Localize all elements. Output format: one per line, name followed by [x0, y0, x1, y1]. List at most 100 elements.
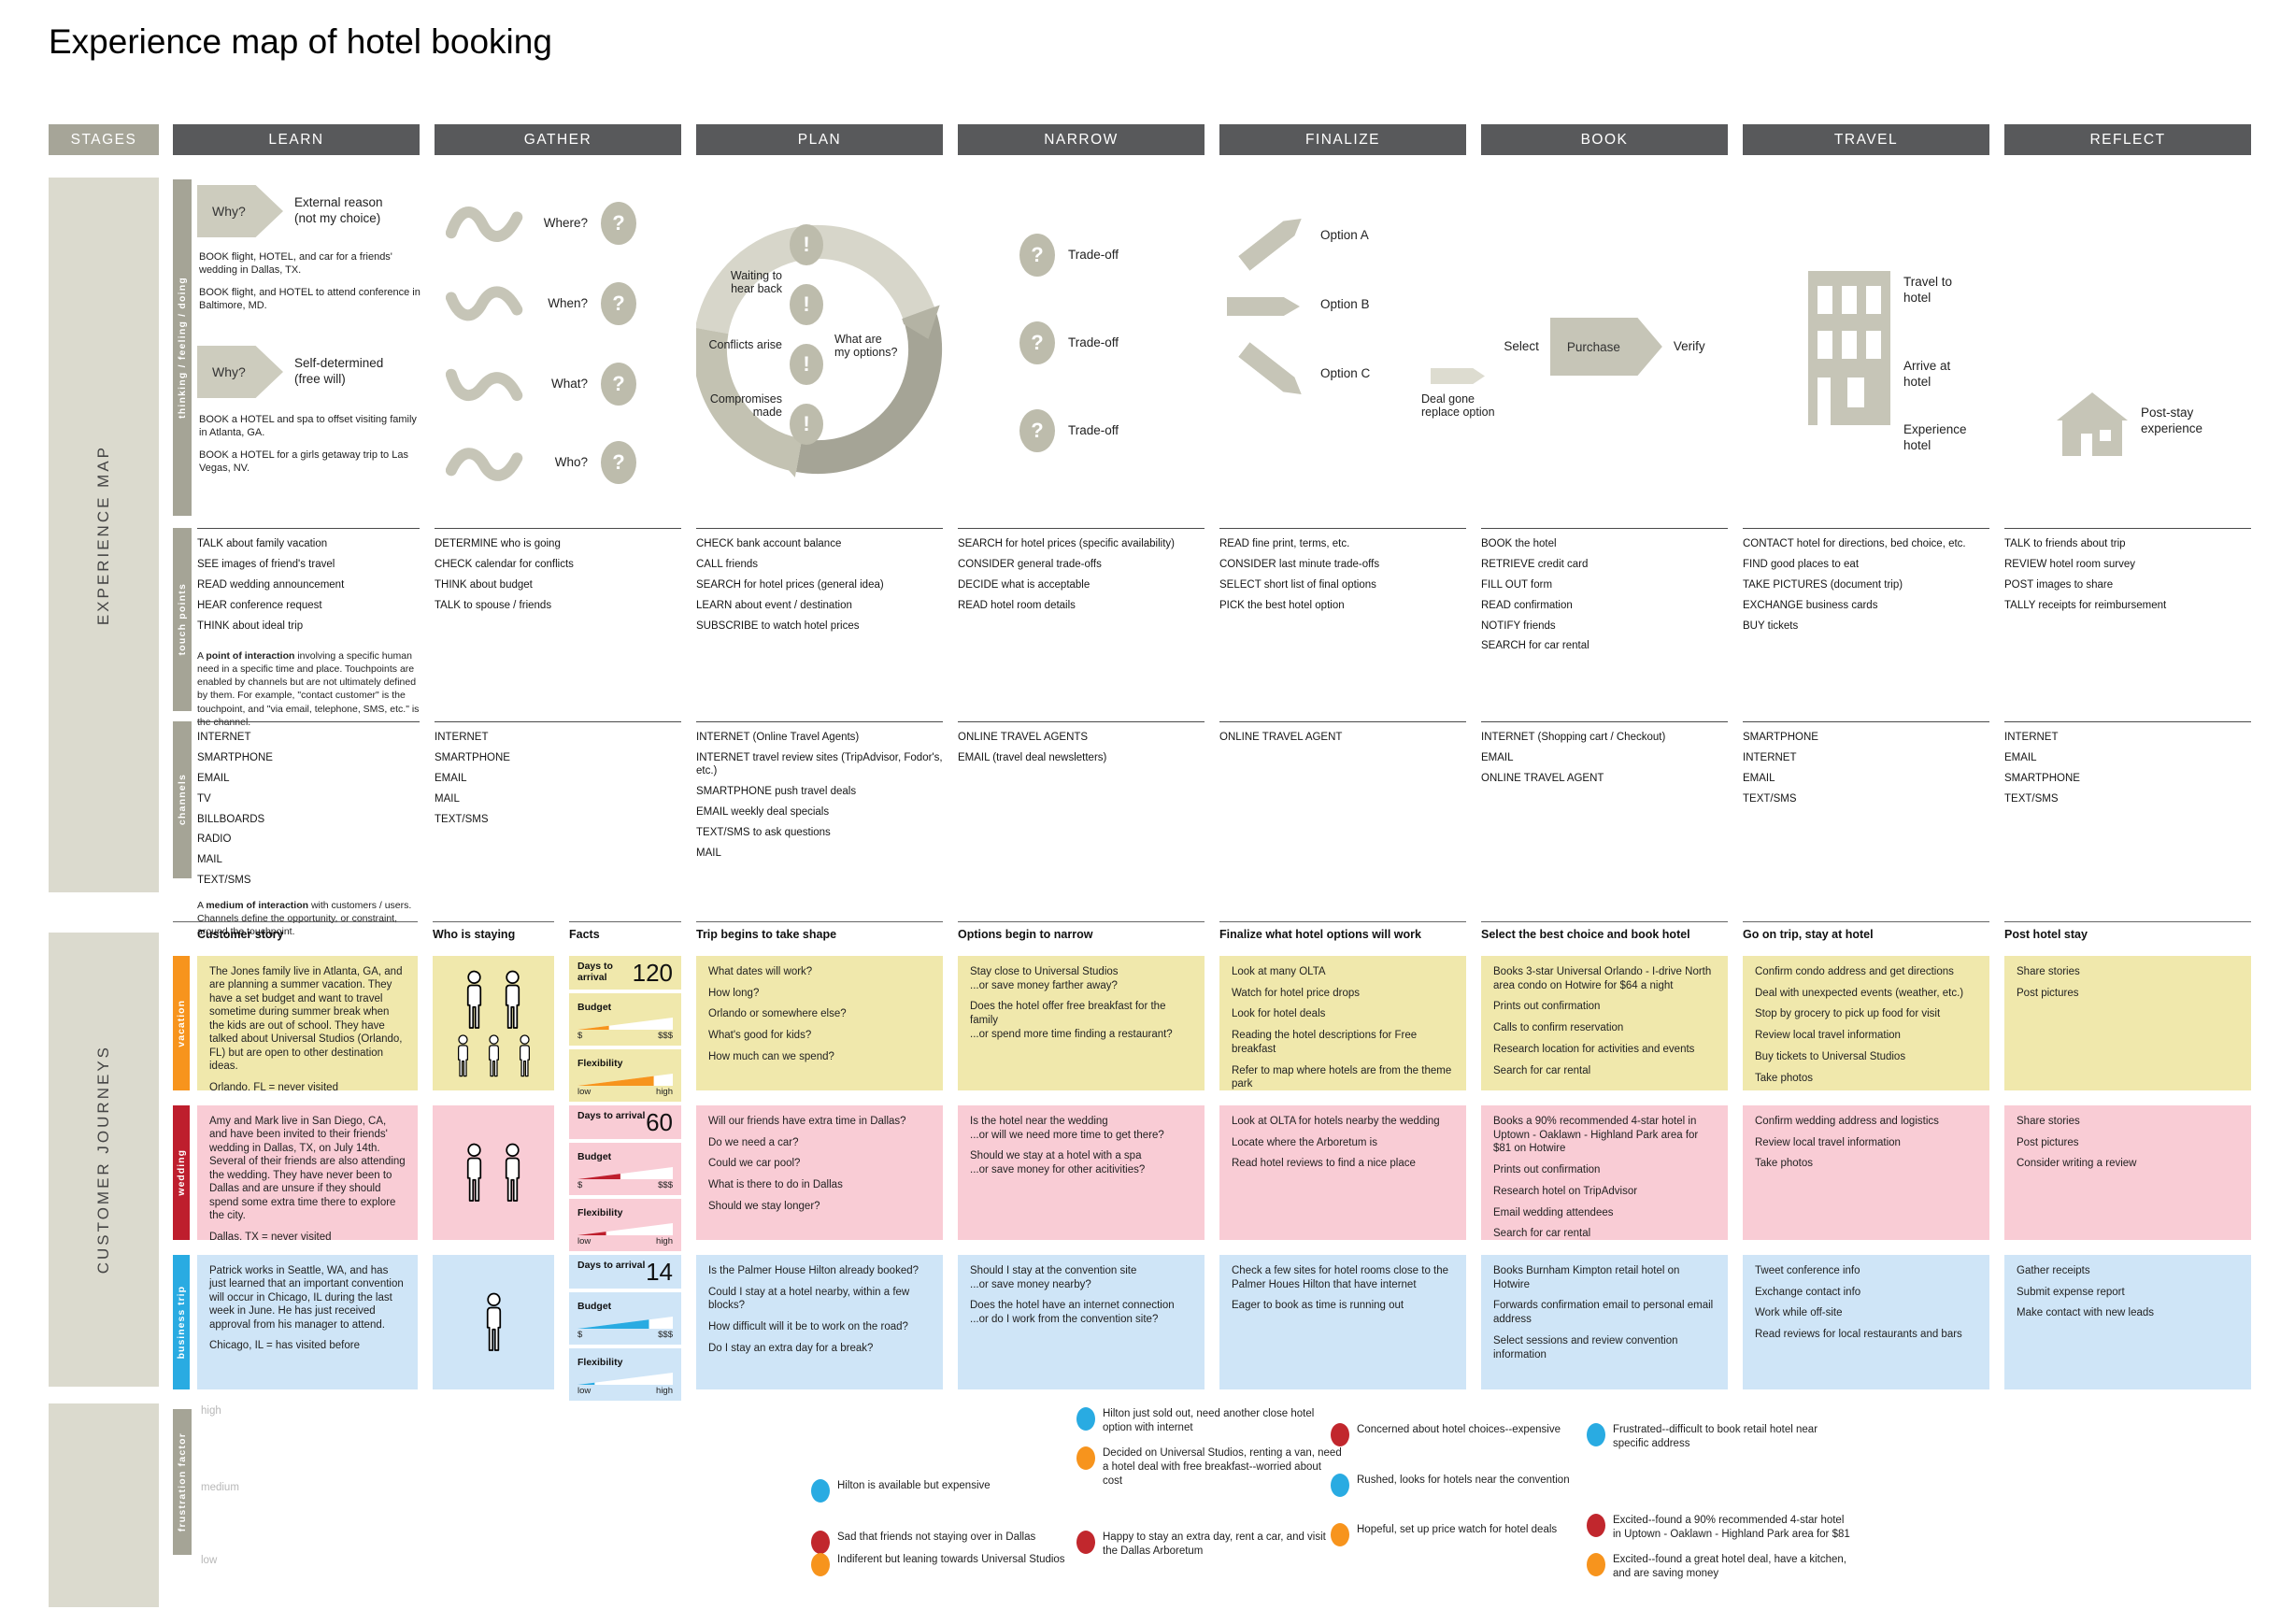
frustration-point: Excited--found a great hotel deal, have … — [1587, 1553, 1853, 1581]
frustration-point: Frustrated--difficult to book retail hot… — [1587, 1423, 1853, 1451]
narrow-diagram: ? Trade-off ? Trade-off ? Trade-off — [958, 179, 1205, 518]
stage-header-travel: TRAVEL — [1743, 124, 1989, 155]
home-icon — [2057, 392, 2128, 456]
card-list: Should I stay at the convention site ...… — [970, 1264, 1192, 1327]
budget-wedge — [577, 1317, 673, 1329]
list-item: ONLINE TRAVEL AGENTS — [958, 732, 1089, 743]
list-item: Could we car pool? — [708, 1158, 801, 1170]
fact-label: Budget — [577, 1301, 612, 1312]
emotion-label: Happy to stay an extra day, rent a car, … — [1103, 1531, 1326, 1557]
journey-header: Go on trip, stay at hotel — [1743, 921, 1989, 941]
squiggle-icon — [446, 368, 523, 402]
list-item: SELECT short list of final options — [1219, 578, 1376, 591]
list-item: Post pictures — [2017, 987, 2079, 999]
who-is-staying-cell — [433, 956, 554, 1090]
journey-header: Finalize what hotel options will work — [1219, 921, 1466, 941]
story-note: Chicago, IL = has visited before — [209, 1340, 360, 1352]
journey-label: business trip — [176, 1285, 187, 1360]
header-label: Customer story — [197, 928, 284, 941]
list-item: Should we stay at a hotel with a spa ...… — [970, 1150, 1146, 1176]
travel-diagram: Travel to hotel Arrive at hotel Experien… — [1743, 179, 1989, 518]
option-a-label: Option A — [1320, 228, 1369, 242]
list-item: Reading the hotel descriptions for Free … — [1232, 1030, 1418, 1055]
list-item: BOOK flight, HOTEL, and car for a friend… — [199, 251, 392, 277]
emotion-label: Frustrated--difficult to book retail hot… — [1613, 1424, 1818, 1449]
scale-high: $$$ — [658, 1330, 673, 1340]
purchase-arrow-icon: Purchase — [1549, 318, 1662, 376]
person-icon — [519, 1033, 530, 1076]
list-item: TEXT/SMS to ask questions — [696, 826, 831, 838]
customer-journeys-section: Customer story Who is staying Facts Trip… — [173, 921, 2251, 1401]
reflect-diagram: Post-stay experience — [2004, 179, 2251, 518]
journey-card-select: Books a 90% recommended 4-star hotel in … — [1481, 1105, 1728, 1240]
emotion-dot — [811, 1479, 830, 1503]
story-text: Amy and Mark live in San Diego, CA, and … — [209, 1116, 406, 1222]
list-item: BILLBOARDS — [197, 813, 265, 825]
list-item: Review local travel information — [1755, 1030, 1901, 1042]
list-item: INTERNET — [1743, 751, 1797, 763]
channels-book: INTERNET (Shopping cart / Checkout)EMAIL… — [1481, 721, 1728, 938]
emotion-label: Hilton just sold out, need another close… — [1103, 1408, 1315, 1433]
list-item: INTERNET — [197, 732, 251, 743]
list-item: Exchange contact info — [1755, 1286, 1861, 1298]
option-c-arrow-icon — [1238, 342, 1307, 402]
list-item: FIND good places to eat — [1743, 558, 1860, 570]
list-item: DECIDE what is acceptable — [958, 578, 1090, 591]
list-item: HEAR conference request — [197, 599, 322, 611]
list-item: TALK to friends about trip — [2004, 538, 2126, 549]
list-item: Deal with unexpected events (weather, et… — [1755, 987, 1964, 999]
list-item: SEARCH for car rental — [1481, 640, 1589, 652]
list-item: Calls to confirm reservation — [1493, 1022, 1624, 1034]
trade-off-row: ? Trade-off — [1019, 321, 1119, 364]
note-text: A — [197, 649, 207, 662]
journey-header: Customer story — [173, 921, 418, 941]
trade-off-label: Trade-off — [1068, 335, 1119, 349]
list-item: Do I stay an extra day for a break? — [708, 1342, 874, 1354]
list-item: Look at many OLTA — [1232, 966, 1326, 977]
list-item: Books a 90% recommended 4-star hotel in … — [1493, 1116, 1699, 1155]
journey-header-row: Customer story Who is staying Facts Trip… — [173, 921, 2251, 941]
option-c-label: Option C — [1320, 366, 1371, 380]
frustration-point: Concerned about hotel choices--expensive — [1331, 1423, 1597, 1446]
list-item: Confirm wedding address and logistics — [1755, 1116, 1939, 1127]
touchpoints-narrow: SEARCH for hotel prices (specific availa… — [958, 528, 1205, 729]
list-item: Prints out confirmation — [1493, 1164, 1601, 1176]
list-item: REVIEW hotel room survey — [2004, 558, 2135, 570]
post-stay-label: Post-stay experience — [2141, 406, 2203, 435]
customer-story-cell: wedding Amy and Mark live in San Diego, … — [173, 1105, 418, 1240]
story-card: Amy and Mark live in San Diego, CA, and … — [197, 1105, 418, 1240]
card-list: Stay close to Universal Studios ...or sa… — [970, 965, 1192, 1042]
emotion-dot — [1587, 1514, 1605, 1537]
why-external-group: Why? External reason (not my choice) — [197, 185, 383, 237]
list-item: RADIO — [197, 833, 232, 846]
list-item: SMARTPHONE — [1743, 732, 1818, 743]
list-item: Will our friends have extra time in Dall… — [708, 1116, 906, 1127]
stage-header-plan: PLAN — [696, 124, 943, 155]
touchpoints-finalize: READ fine print, terms, etc.CONSIDER las… — [1219, 528, 1466, 729]
list-item: MAIL — [435, 792, 460, 805]
option-b-label: Option B — [1320, 297, 1370, 311]
gather-question-row: When? ? — [446, 280, 636, 327]
list-item: Take photos — [1755, 1072, 1814, 1084]
journey-card-finalize: Check a few sites for hotel rooms close … — [1219, 1255, 1466, 1389]
list-item: Look at OLTA for hotels nearby the weddi… — [1232, 1116, 1440, 1127]
channel-list: INTERNET (Online Travel Agents)INTERNET … — [696, 731, 943, 860]
card-list: Is the hotel near the wedding ...or will… — [970, 1115, 1192, 1177]
list-item: How much can we spend? — [708, 1050, 834, 1062]
card-list: Check a few sites for hotel rooms close … — [1232, 1264, 1454, 1313]
list-item: READ fine print, terms, etc. — [1219, 538, 1350, 549]
list-item: Search for car rental — [1493, 1064, 1591, 1076]
emotion-label: Indiferent but leaning towards Universal… — [837, 1554, 1065, 1565]
fact-label: Flexibility — [577, 1058, 623, 1069]
